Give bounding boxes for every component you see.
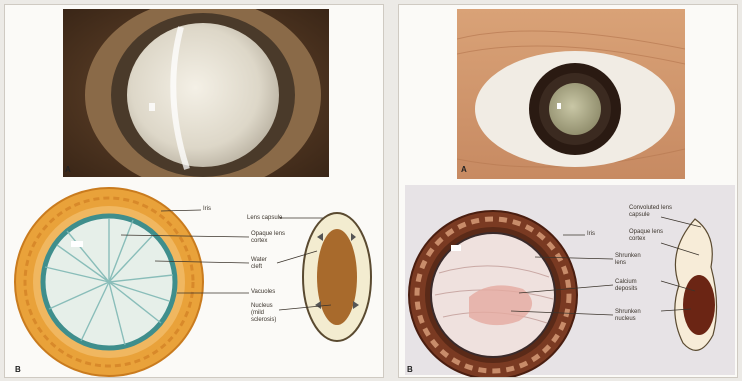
label-shrunken-lens: Shrunken lens <box>615 253 641 267</box>
label-lens-capsule: Lens capsule <box>247 215 282 222</box>
label-opaque-lens-cortex: Opaque lens cortex <box>629 229 663 243</box>
label-shrunken-nucleus: Shrunken nucleus <box>615 309 641 323</box>
right-figure-panel: A Iris Convoluted lens ca <box>398 4 738 378</box>
shrunken-nucleus-side <box>683 275 715 335</box>
label-opaque-lens-cortex: Opaque lens cortex <box>251 231 285 245</box>
label-water-cleft: Water cleft <box>251 257 267 271</box>
label-iris: Iris <box>203 206 211 213</box>
label-vacuoles: Vacuoles <box>251 289 275 296</box>
label-nucleus: Nucleus (mild sclerosis) <box>251 303 276 324</box>
label-calcium-deposits: Calcium deposits <box>615 279 637 293</box>
lens-nucleus <box>317 229 357 325</box>
diagram-b-letter: B <box>407 365 413 374</box>
cataract-cross-section-diagram <box>5 5 383 377</box>
label-iris: Iris <box>587 231 595 238</box>
hypermature-cross-section-diagram <box>399 5 737 377</box>
left-figure-panel: A <box>4 4 384 378</box>
label-convoluted-lens-capsule: Convoluted lens capsule <box>629 205 672 219</box>
diagram-b-letter: B <box>15 365 21 374</box>
